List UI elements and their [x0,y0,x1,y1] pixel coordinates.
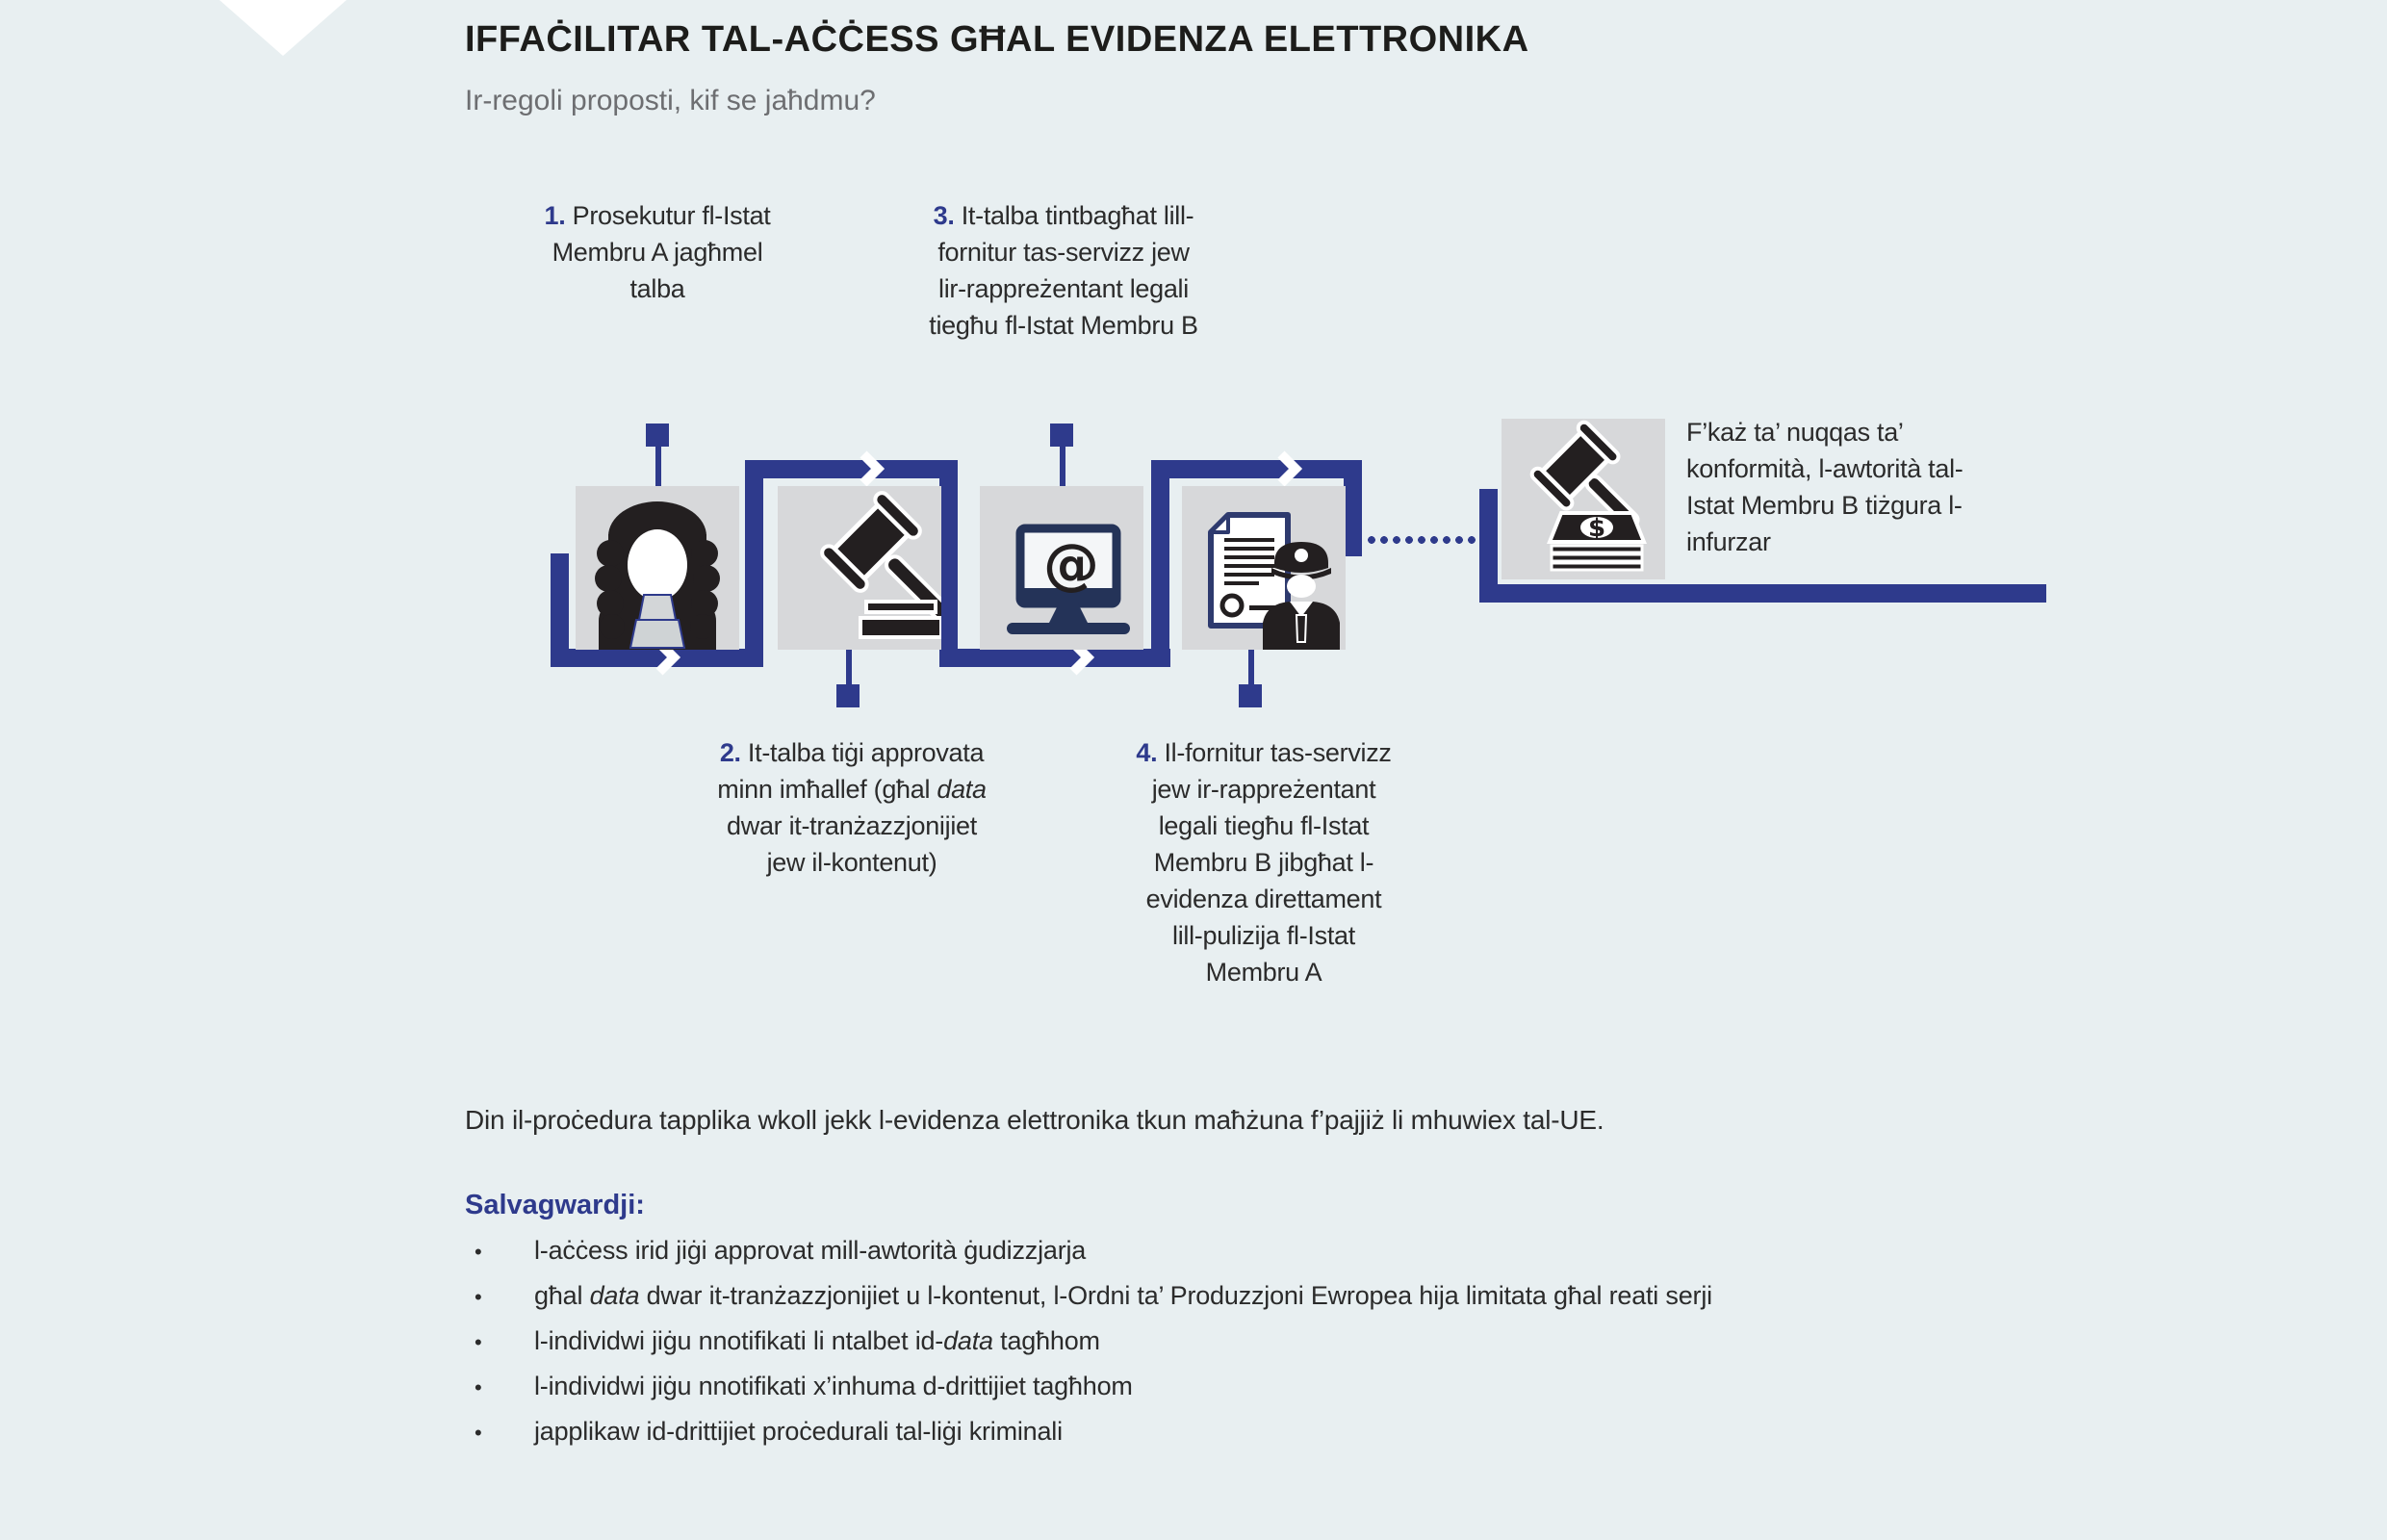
connector-line-step4 [1248,650,1254,686]
enforcement-icon-tile: $ [1502,419,1665,579]
step-4-icon-tile [1182,486,1346,650]
step-1-number: 1. [544,201,566,230]
flow-bar-v3 [939,460,958,667]
safeguard-item: • l-individwi jiġu nnotifikati li ntalbe… [465,1325,2159,1358]
safeguard-item: • l-individwi jiġu nnotifikati x’inhuma … [465,1371,2159,1403]
document-police-icon [1208,512,1340,650]
bullet-icon: • [475,1285,482,1309]
prosecutor-icon [595,501,720,650]
flow-bar-v5 [1344,460,1362,556]
step-3-text: It-talba tintbagħat lill-fornitur tas-se… [929,201,1198,340]
dotted-connector [1365,532,1480,548]
step-1-text: Prosekutur fl-Istat Membru A jagħmel tal… [552,201,771,303]
connector-line-step1 [655,445,661,486]
safeguard-text: l-aċċess irid jiġi approvat mill-awtorit… [534,1236,1087,1265]
bullet-icon: • [475,1240,482,1264]
safeguards-list: • l-aċċess irid jiġi approvat mill-awtor… [465,1235,2159,1461]
step-1-icon-tile [576,486,739,650]
step-3-number: 3. [933,201,955,230]
bullet-icon: • [475,1330,482,1354]
safeguard-text: għal data dwar it-tranżazzjonijiet u l-k… [534,1281,1712,1310]
safeguard-text: japplikaw id-drittijiet proċedurali tal-… [534,1417,1063,1446]
svg-text:@: @ [1043,531,1099,597]
step-4-text: Il-fornitur tas-servizz jew ir-rappreżen… [1145,738,1392,987]
flow-bar-v2 [745,460,763,667]
svg-text:$: $ [1588,514,1605,543]
step-1-label: 1. Prosekutur fl-Istat Membru A jagħmel … [526,197,788,307]
safeguards-heading: Salvagwardji: [465,1190,645,1220]
flow-bar-v6 [1479,489,1498,603]
flow-bar-v4 [1151,460,1169,667]
enforcement-note: F’każ ta’ nuqqas ta’ konformità, l-awtor… [1686,418,1964,556]
connector-node-step1 [646,424,669,447]
gavel-money-icon: $ [1529,420,1647,572]
step-2-text: It-talba tiġi approvata minn imħallef (g… [717,738,985,804]
arrow-right-icon [1277,450,1303,487]
arrow-right-icon [860,450,886,487]
safeguard-text: l-individwi jiġu nnotifikati x’inhuma d-… [534,1372,1133,1400]
safeguard-item: • japplikaw id-drittijiet proċedurali ta… [465,1416,2159,1449]
step-2-icon-tile [778,486,941,650]
step-2-label: 2. It-talba tiġi approvata minn imħallef… [717,738,987,877]
procedure-note: Din il-proċedura tapplika wkoll jekk l-e… [465,1105,1604,1135]
page-subtitle: Ir-regoli proposti, kif se jaħdmu? [465,85,876,116]
connector-line-step3 [1060,445,1065,486]
step-4-number: 4. [1136,738,1158,767]
flow-bar-h5 [1479,584,2046,603]
computer-email-icon: @ [1007,524,1130,634]
connector-node-step4 [1239,684,1262,707]
page-title: IFFAĊILITAR TAL-AĊĊESS GĦAL EVIDENZA ELE… [465,19,1529,60]
safeguard-item: • għal data dwar it-tranżazzjonijiet u l… [465,1280,2159,1313]
connector-node-step3 [1050,424,1073,447]
flow-bar-h3 [939,649,1170,667]
flow-bar-h2 [745,460,958,478]
step-4-label: 4. Il-fornitur tas-servizz jew ir-rappre… [1133,734,1395,990]
decorative-chevron [219,0,346,56]
flow-bar-h4 [1151,460,1362,478]
safeguard-item: • l-aċċess irid jiġi approvat mill-awtor… [465,1235,2159,1268]
step-2-number: 2. [719,738,741,767]
step-3-label: 3. It-talba tintbagħat lill-fornitur tas… [929,197,1198,344]
flow-bar-h1 [551,649,763,667]
step-3-icon-tile: @ [980,486,1143,650]
bullet-icon: • [475,1375,482,1399]
connector-node-step2 [836,684,860,707]
connector-line-step2 [846,650,852,686]
safeguard-text: l-individwi jiġu nnotifikati li ntalbet … [534,1326,1100,1355]
bullet-icon: • [475,1421,482,1445]
flow-bar-v1 [551,553,569,667]
gavel-icon [820,491,941,639]
